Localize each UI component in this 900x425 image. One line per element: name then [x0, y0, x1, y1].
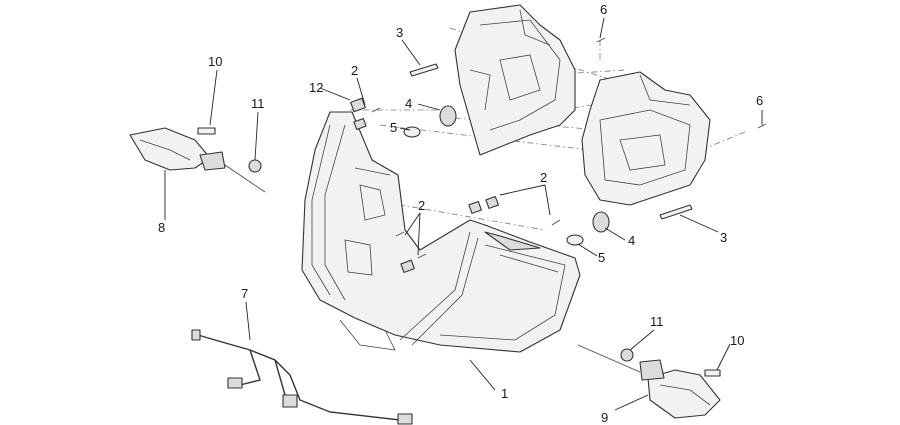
turn-indicator-left	[129, 127, 266, 193]
wiring-harness	[191, 329, 413, 425]
callout-11-right: 11	[650, 314, 664, 329]
callout-3-upper: 3	[396, 25, 403, 40]
callout-6-upper: 6	[600, 2, 607, 17]
callout-2-right: 2	[540, 170, 547, 185]
rear-bracket-lower	[581, 71, 711, 206]
rear-bracket-upper	[454, 4, 576, 156]
callout-5-lower: 5	[598, 250, 605, 265]
turn-indicator-right	[577, 344, 721, 419]
callout-9: 9	[601, 410, 608, 425]
callout-4-lower: 4	[628, 233, 635, 248]
callout-2-left: 2	[418, 198, 425, 213]
callout-6-right: 6	[756, 93, 763, 108]
callout-labels: 1 2 2 2 3 3 4 4 5 5 6 6 7 8 9 10 10 11 1…	[158, 2, 763, 425]
callout-3-lower: 3	[720, 230, 727, 245]
callout-11-left: 11	[251, 96, 265, 111]
screws	[371, 37, 767, 259]
callout-1: 1	[501, 386, 508, 401]
leader-lines	[164, 17, 763, 411]
callout-10-left: 10	[208, 54, 222, 69]
callout-10-right: 10	[730, 333, 744, 348]
callout-4-upper: 4	[405, 96, 412, 111]
callout-5-upper: 5	[390, 120, 397, 135]
headlight-assembly	[301, 111, 581, 353]
callout-2-upper: 2	[351, 63, 358, 78]
callout-12: 12	[309, 80, 323, 95]
callout-8: 8	[158, 220, 165, 235]
callout-7: 7	[241, 286, 248, 301]
clips	[350, 97, 499, 273]
